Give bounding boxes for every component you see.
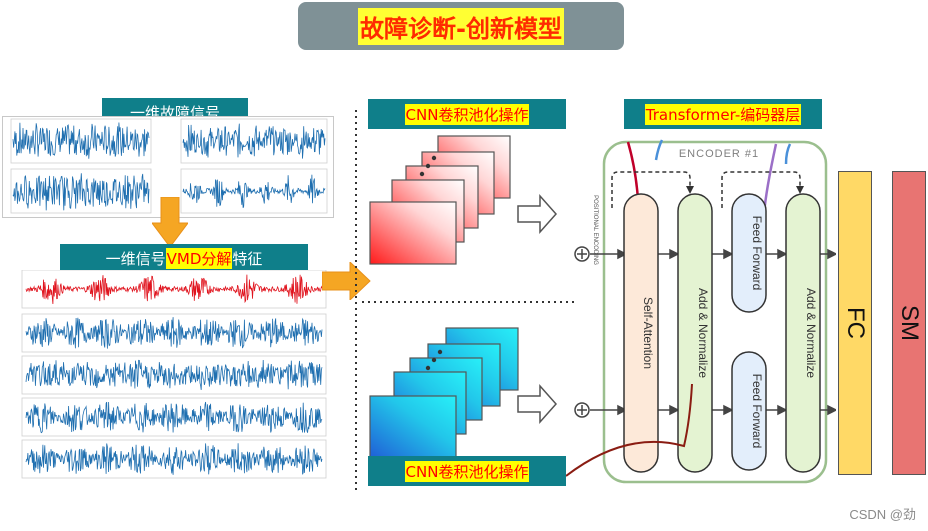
title-banner: 故障诊断-创新模型	[298, 2, 624, 50]
feed-forward-block-top	[731, 193, 767, 313]
right-arrow-icon	[322, 262, 371, 300]
vmd-imf-2	[25, 317, 323, 349]
down-arrow-icon	[152, 197, 188, 248]
vmd-component-plots	[21, 269, 327, 479]
vmd-label-highlight: VMD分解	[165, 247, 233, 269]
fc-label: FC	[842, 307, 869, 339]
raw-signal-wave-3	[12, 173, 150, 211]
raw-signal-plot-panel	[2, 116, 334, 218]
cnn-feature-maps-red	[369, 135, 558, 265]
raw-signal-wave-1	[12, 122, 150, 159]
feed-forward-label-top: Feed Forward	[750, 216, 764, 291]
vmd-label-post: 特征	[232, 249, 263, 268]
cnn-label-bottom-text: CNN卷积池化操作	[404, 460, 530, 482]
add-normalize-label-2: Add & Normalize	[804, 288, 818, 378]
vmd-imf-3	[25, 359, 323, 390]
vmd-imf-4	[25, 401, 323, 434]
vmd-label-pre: 一维信号	[105, 249, 166, 268]
cnn-label-bottom: CNN卷积池化操作	[368, 456, 566, 486]
vertical-divider	[355, 110, 357, 490]
page-title: 故障诊断-创新模型	[358, 7, 564, 45]
self-attention-label: Self-Attention	[641, 297, 655, 369]
vmd-imf-5	[25, 443, 323, 475]
encoder-frame	[602, 140, 828, 484]
add-normalize-block-1	[677, 193, 713, 473]
sm-block: SM	[892, 171, 926, 475]
add-normalize-label-1: Add & Normalize	[696, 288, 710, 378]
self-attention-block	[623, 193, 659, 473]
encoder-diagram: Self-Attention Add & Normalize Feed Forw…	[566, 139, 836, 484]
raw-signal-wave-2	[182, 123, 326, 159]
cnn-label-top: CNN卷积池化操作	[368, 99, 566, 129]
feed-forward-block-bottom	[731, 351, 767, 471]
raw-signal-plots	[10, 118, 328, 214]
transformer-label-text: Transformer-编码器层	[644, 103, 802, 125]
vmd-plots-panel	[4, 269, 330, 482]
sm-label: SM	[896, 305, 923, 341]
transformer-label: Transformer-编码器层	[624, 99, 822, 129]
vmd-imf-1	[25, 274, 323, 305]
horizontal-divider	[362, 301, 574, 303]
feed-forward-label-bottom: Feed Forward	[750, 374, 764, 449]
cnn-label-top-text: CNN卷积池化操作	[404, 103, 530, 125]
raw-signal-wave-4	[182, 174, 326, 209]
cnn-feature-maps-blue	[369, 327, 558, 459]
watermark: CSDN @劲	[849, 507, 916, 522]
positional-encoding-label: POSITIONAL ENCODING	[592, 195, 598, 265]
fc-block: FC	[838, 171, 872, 475]
encoder-header-label: ENCODER #1	[679, 148, 759, 160]
add-normalize-block-2	[785, 193, 821, 473]
